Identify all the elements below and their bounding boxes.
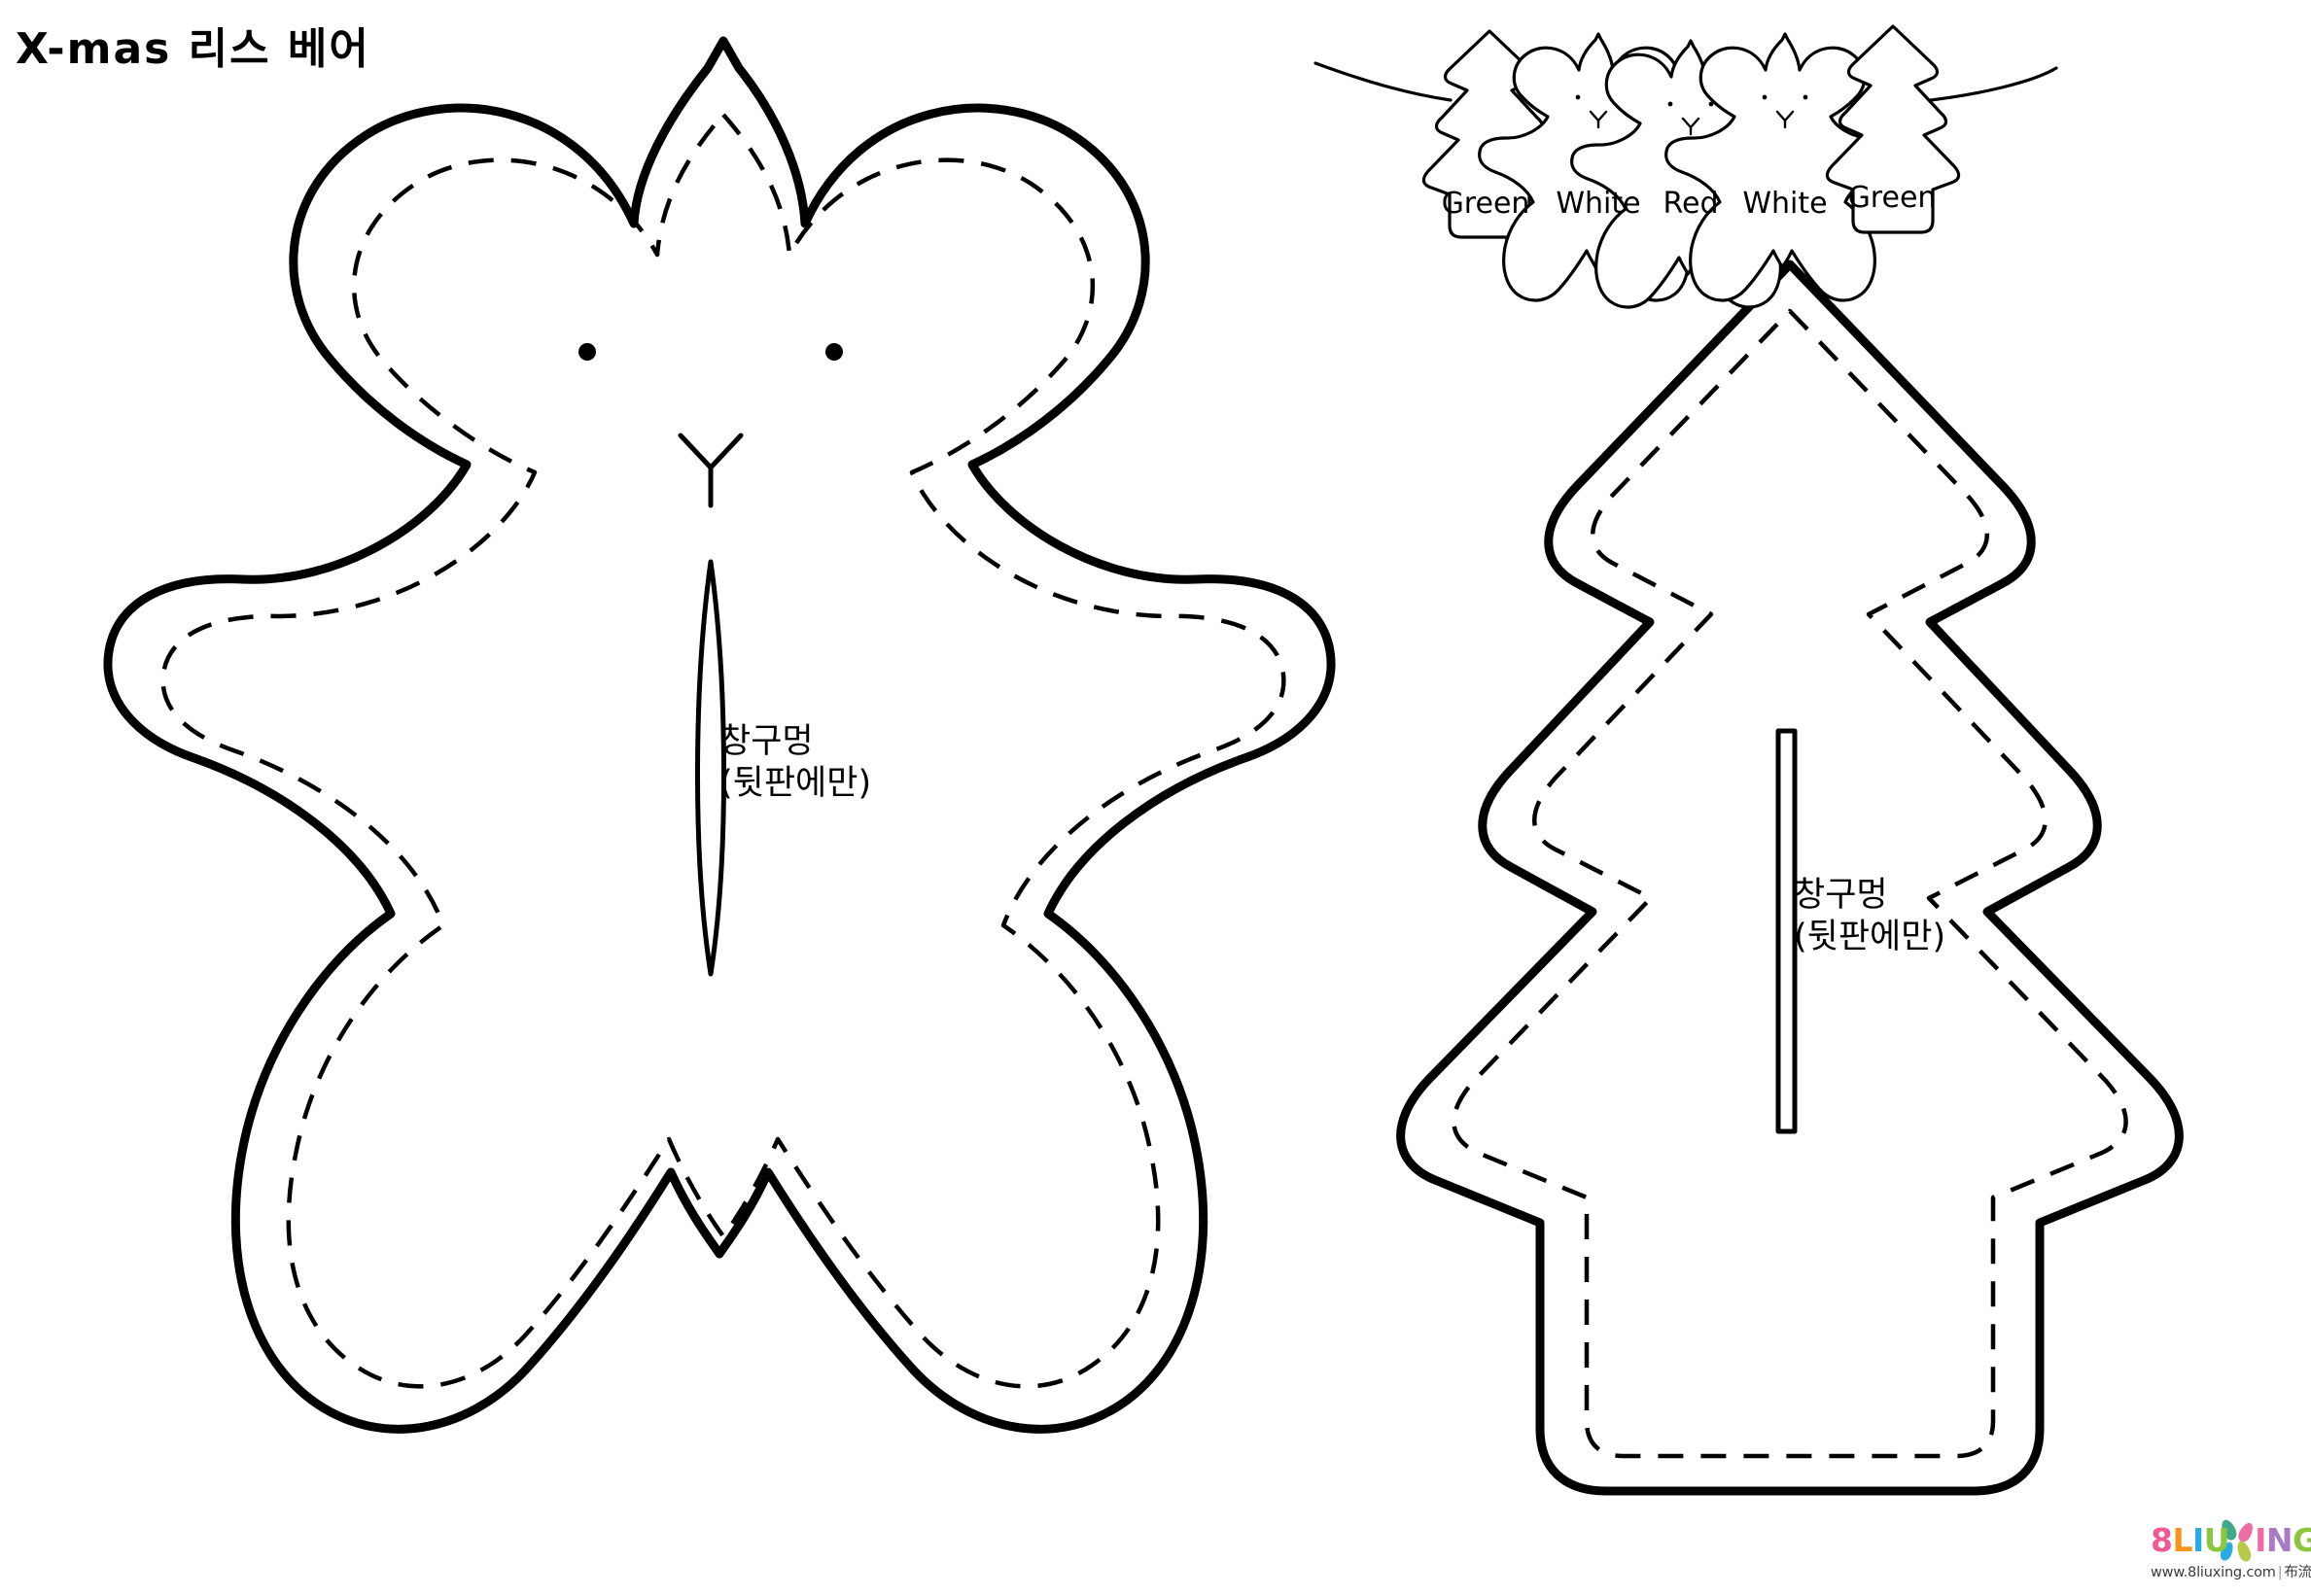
bear-opening-label: 창구멍 (뒷판에만) [719,721,871,804]
christmas-tree-pattern [1396,260,2184,1496]
bear-opening-label-line1: 창구멍 [719,722,814,761]
bear-seam-line [160,112,1286,1389]
tree-cut-line [1396,260,2184,1496]
watermark-separator: | [2277,1565,2283,1580]
garland-label-green-1: Green [1441,187,1530,221]
tree-opening-label: 창구멍 (뒷판에만) [1794,875,1945,957]
watermark-chinese-name: 布流行 [2284,1565,2311,1580]
watermark-letter-u: U [2203,1521,2230,1559]
watermark-url: www.8liuxing.com|布流行 [2151,1561,2311,1581]
bear-opening-label-line2: (뒷판에만) [719,763,872,803]
watermark-letter-i1: I [2192,1521,2204,1559]
tree-opening-label-line1: 창구멍 [1794,876,1888,915]
garland-label-white-2: White [1742,187,1828,221]
garland-item-bear-3 [1664,32,1901,302]
tree-opening-mark [1775,728,1798,1134]
tree-opening-label-line2: (뒷판에만) [1794,917,1946,956]
garland-label-red: Red [1663,187,1719,221]
bear-nose-y-shape [678,433,744,508]
watermark-letter-i2: I [2255,1521,2266,1559]
bear-cut-line [103,36,1336,1434]
watermark-letter-8: 8 [2151,1521,2173,1559]
garland-label-white-1: White [1556,187,1641,221]
bear-opening-mark [694,559,727,977]
garland-string-left [1313,61,1453,102]
bear-right-eye-dot [825,343,843,361]
page-title: X-mas 리스 베어 [16,24,370,74]
watermark-url-text: www.8liuxing.com [2151,1565,2276,1580]
watermark-letter-n: N [2265,1521,2293,1559]
garland-string-right [1929,66,2058,102]
watermark-letter-l: L [2172,1521,2192,1559]
teddy-bear-pattern [103,36,1336,1434]
bear-left-eye-dot [578,343,596,361]
garland-item-tree-2 [1825,24,1961,234]
tree-seam-line [1452,308,2128,1459]
garland-diagram [1313,24,2058,309]
garland-label-green-2: Green [1847,181,1937,215]
watermark-letter-g: G [2292,1521,2311,1559]
